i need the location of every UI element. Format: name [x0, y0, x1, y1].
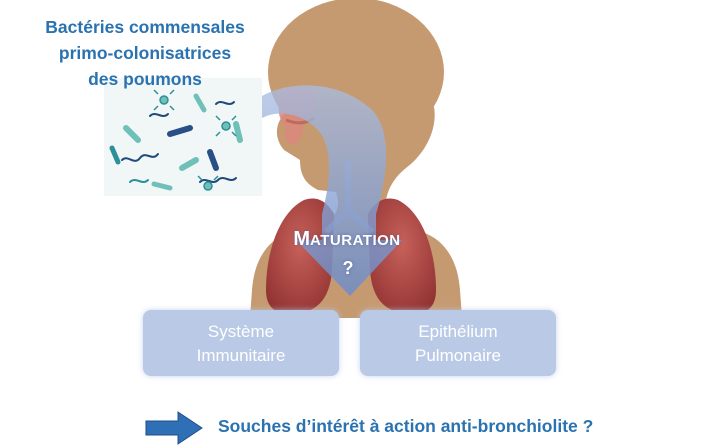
immune-system-box: Système Immunitaire — [143, 310, 339, 376]
title-line: Bactéries commensales — [0, 14, 290, 40]
maturation-question-mark: ? — [336, 258, 360, 279]
maturation-rest: ATURATION — [310, 232, 401, 249]
pulmonary-epithelium-box: Epithélium Pulmonaire — [360, 310, 556, 376]
blue-arrow-icon — [146, 412, 202, 444]
title-line: primo-colonisatrices — [0, 40, 290, 66]
maturation-initial: M — [293, 228, 310, 250]
box-label: Epithélium — [360, 320, 556, 344]
box-label: Système — [143, 320, 339, 344]
footer-question: Souches d’intérêt à action anti-bronchio… — [218, 416, 593, 437]
maturation-label: MATURATION — [262, 228, 432, 251]
bacteria-cluster-icon — [104, 78, 262, 196]
box-label: Pulmonaire — [360, 344, 556, 368]
title-line: des poumons — [0, 66, 290, 92]
box-label: Immunitaire — [143, 344, 339, 368]
diagram-title: Bactéries commensales primo-colonisatric… — [0, 14, 290, 92]
